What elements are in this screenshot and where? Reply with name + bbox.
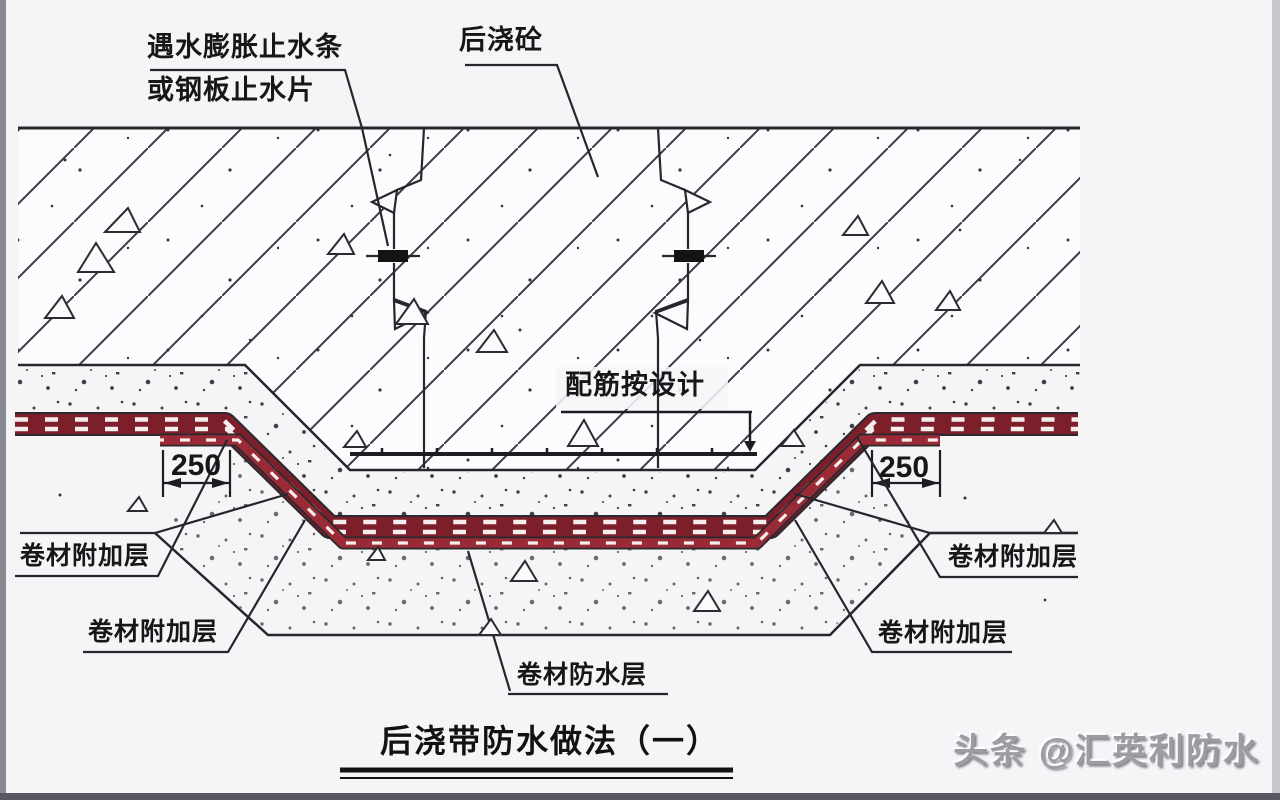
label-additional-layer-left-upper: 卷材附加层 [20, 542, 151, 570]
screed-band [18, 367, 1080, 633]
label-waterstop-line2: 或钢板止水片 [147, 75, 315, 105]
title-underline [340, 767, 733, 779]
membrane-additional-layer [160, 433, 940, 550]
label-additional-layer-left-lower: 卷材附加层 [88, 618, 219, 646]
concrete-slab-section [18, 128, 1080, 470]
stray-specks [58, 153, 1047, 602]
label-rebar-note: 配筋按设计 [565, 370, 705, 400]
slab-outlines [18, 126, 1080, 472]
dimension-left-250 [161, 450, 232, 497]
aggregate-triangles [42, 206, 1064, 636]
waterstop-bar [378, 250, 408, 262]
label-post-cast-concrete: 后浇砼 [459, 25, 543, 55]
drawing-title: 后浇带防水做法（一） [379, 723, 720, 759]
membrane-main-layer [15, 412, 1078, 539]
leader-lines [15, 63, 1078, 696]
label-additional-layer-right-lower: 卷材附加层 [878, 619, 1009, 647]
label-membrane-layer: 卷材防水层 [517, 661, 648, 689]
label-waterstop-line1: 遇水膨胀止水条 [147, 32, 343, 62]
dimension-text-right: 250 [879, 451, 930, 484]
watermark-text: 头条 @汇英利防水 [953, 732, 1260, 771]
label-additional-layer-right-upper: 卷材附加层 [948, 543, 1079, 571]
rebar-note-backing [556, 367, 728, 409]
dimension-text-left: 250 [171, 449, 222, 482]
rebar-line [350, 410, 757, 456]
